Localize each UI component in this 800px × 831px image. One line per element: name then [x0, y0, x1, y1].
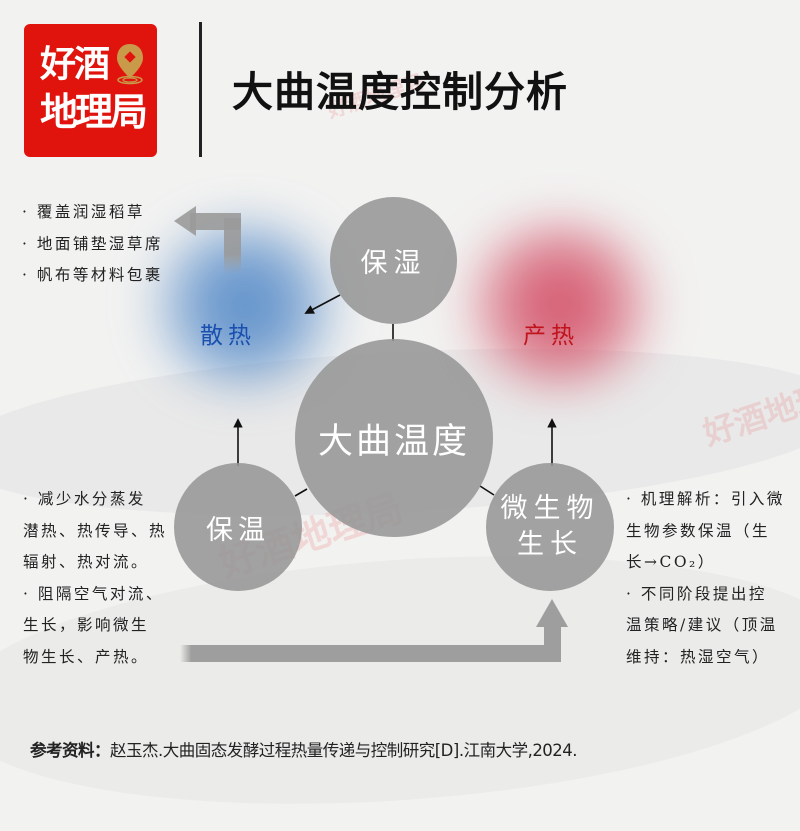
- diagram-connectors: [174, 206, 568, 662]
- note-item: · 减少水分蒸发: [23, 490, 146, 508]
- node-daqu-temperature: 大曲温度: [295, 339, 493, 537]
- heat-production-label: 产热: [523, 323, 579, 349]
- node-insulation-label: 保温: [206, 514, 270, 546]
- insulation-notes: · 减少水分蒸发 潜热、热传导、热 辐射、热对流。 · 阻隔空气对流、 生长，影…: [23, 484, 167, 673]
- node-moisture: 保湿: [330, 197, 457, 324]
- note-item: · 帆布等材料包裹: [22, 266, 163, 284]
- note-item: · 地面铺垫湿草席: [22, 234, 163, 253]
- note-item: 长→CO₂）: [626, 553, 716, 571]
- reference-citation: 参考资料：赵玉杰.大曲固态发酵过程热量传递与控制研究[D].江南大学,2024.: [30, 737, 578, 761]
- brand-logo: 好酒 地理局: [24, 24, 157, 157]
- location-pin-icon: [117, 44, 143, 85]
- heat-dissipation-label: 散热: [200, 323, 256, 349]
- page-title: 大曲温度控制分析: [232, 68, 568, 116]
- note-item: 潜热、热传导、热: [23, 521, 168, 540]
- microbe-notes: · 机理解析：引入微 生物参数保温（生 长→CO₂） · 不同阶段提出控 温策略…: [626, 484, 785, 673]
- bent-arrow-up-left-icon: [174, 206, 241, 274]
- reference-label: 参考资料：: [30, 741, 111, 760]
- note-item: 生物参数保温（生: [626, 521, 771, 540]
- node-moisture-label: 保湿: [360, 248, 427, 279]
- note-item: 物生长、产热。: [23, 647, 150, 666]
- moisture-notes: · 覆盖润湿稻草 · 地面铺垫湿草席 · 帆布等材料包裹: [22, 197, 163, 292]
- note-item: 辐射、热对流。: [23, 553, 150, 571]
- node-microbe-label-line1: 微生物: [500, 493, 600, 524]
- note-item: · 机理解析：引入微: [626, 490, 785, 508]
- logo-text-line2: 地理局: [40, 90, 148, 134]
- header-divider: [199, 22, 202, 157]
- note-item: · 不同阶段提出控: [626, 584, 767, 603]
- logo-text-line1: 好酒: [40, 44, 110, 85]
- node-microbe-label-line2: 生长: [517, 529, 583, 560]
- node-center-label: 大曲温度: [317, 421, 470, 462]
- note-item: 生长，影响微生: [23, 616, 150, 634]
- note-item: 温策略/建议（顶温: [626, 616, 778, 634]
- heat-dissipation-glow: [140, 220, 350, 390]
- note-item: · 阻隔空气对流、: [23, 584, 164, 603]
- bent-arrow-right-up-icon: [180, 599, 568, 662]
- node-microbe-growth: 微生物 生长: [486, 463, 614, 591]
- note-item: · 覆盖润湿稻草: [22, 203, 145, 221]
- note-item: 维持：热湿空气）: [626, 647, 771, 666]
- node-insulation: 保温: [174, 463, 302, 591]
- heat-production-glow: [455, 220, 665, 390]
- reference-text: 赵玉杰.大曲固态发酵过程热量传递与控制研究[D].江南大学,2024.: [110, 741, 578, 760]
